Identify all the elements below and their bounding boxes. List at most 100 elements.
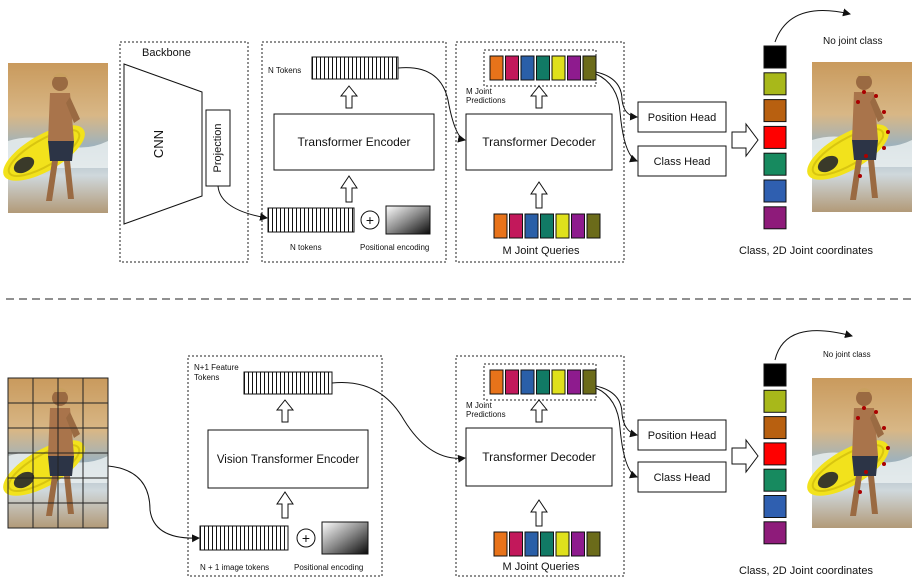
bottom-feature-tokens-label-1: N+1 Feature <box>194 363 239 372</box>
bottom-prediction-tokens <box>489 369 597 395</box>
bottom-m-joint-predictions-label-1: M Joint <box>466 401 493 410</box>
joint-token <box>509 531 523 557</box>
top-encoder-output-tokens <box>311 56 399 80</box>
top-up-arrow-enc-in <box>340 175 358 203</box>
top-arrow-to-position-head <box>595 71 638 121</box>
top-output-image <box>798 61 913 213</box>
class-swatch <box>763 521 787 545</box>
joint-token <box>540 531 554 557</box>
bottom-image-tokens <box>199 525 289 551</box>
bottom-no-joint-class-label: No joint class <box>823 350 871 359</box>
top-plus-circle <box>360 210 380 230</box>
class-swatch <box>763 363 787 387</box>
bottom-no-joint-curve <box>774 330 853 361</box>
class-swatch <box>763 179 787 203</box>
top-arrow-encoder-to-decoder <box>397 67 466 143</box>
top-input-tokens <box>267 207 355 233</box>
top-prediction-tokens <box>489 55 597 81</box>
top-decoder-group <box>455 41 625 263</box>
bottom-input-image-grid <box>0 377 109 529</box>
bottom-encoder-group <box>187 355 383 577</box>
top-position-head <box>637 101 727 133</box>
joint-token <box>520 369 535 395</box>
bottom-class-head-label: Class Head <box>654 472 711 484</box>
top-no-joint-curve <box>774 8 851 43</box>
bottom-up-arrow-dec-out <box>529 399 549 423</box>
joint-token <box>489 369 504 395</box>
bottom-output-image <box>798 377 913 529</box>
joint-token <box>555 531 570 557</box>
class-swatch <box>763 389 787 413</box>
joint-token <box>582 55 597 81</box>
class-swatch <box>763 72 787 96</box>
joint-token <box>509 213 523 239</box>
bottom-positional-encoding-swatch <box>321 521 369 555</box>
top-cnn-label: CNN <box>151 130 166 158</box>
top-class-head-label: Class Head <box>654 156 711 168</box>
top-up-arrow-enc-out <box>339 85 359 109</box>
top-backbone-box <box>119 41 249 263</box>
bottom-image-tokens-label: N + 1 image tokens <box>200 563 269 572</box>
bottom-plus-circle <box>296 528 316 548</box>
class-swatch <box>763 99 787 123</box>
bottom-m-joint-predictions-label-2: Predictions <box>466 410 506 419</box>
class-swatch <box>763 442 787 466</box>
bottom-up-arrow-dec-in <box>530 499 548 527</box>
class-swatch <box>763 206 787 230</box>
joint-token <box>524 213 539 239</box>
bottom-big-right-arrow <box>731 438 759 474</box>
class-swatch <box>763 495 787 518</box>
joint-token <box>540 213 554 239</box>
joint-token <box>505 55 519 81</box>
top-transformer-encoder <box>273 113 435 171</box>
joint-token <box>551 369 566 395</box>
bottom-arrow-image-to-tokens <box>107 465 200 543</box>
top-plus-sign: + <box>366 212 374 228</box>
joint-token <box>524 531 539 557</box>
class-swatch <box>763 45 787 69</box>
top-cnn-trapezoid <box>123 63 203 225</box>
top-transformer-decoder <box>465 113 613 171</box>
top-output-caption: Class, 2D Joint coordinates <box>739 245 873 257</box>
top-class-column <box>763 45 787 230</box>
joint-token <box>555 213 570 239</box>
top-arrow-projection-to-tokens <box>217 185 268 221</box>
bottom-output-caption: Class, 2D Joint coordinates <box>739 565 873 577</box>
joint-token <box>582 369 597 395</box>
bottom-vit-encoder <box>207 429 369 489</box>
top-projection-box <box>205 109 231 187</box>
joint-token <box>567 369 581 395</box>
bottom-arrow-to-position-head <box>595 385 638 438</box>
bottom-class-column <box>763 363 787 545</box>
top-n-tokens-label: N Tokens <box>268 66 301 75</box>
joint-token <box>571 531 585 557</box>
joint-token <box>505 369 519 395</box>
top-arrow-to-class-head <box>595 73 638 163</box>
bottom-m-joint-queries-label: M Joint Queries <box>502 561 580 573</box>
bottom-transformer-decoder-label: Transformer Decoder <box>482 450 596 464</box>
joint-token <box>493 531 508 557</box>
bottom-query-tokens <box>493 531 601 557</box>
top-n-tokens-bottom-label: N tokens <box>290 243 322 252</box>
top-input-image <box>0 62 109 214</box>
joint-token <box>536 55 550 81</box>
top-backbone-label: Backbone <box>142 47 191 59</box>
class-swatch <box>763 416 787 440</box>
top-big-right-arrow <box>731 122 759 158</box>
bottom-position-head <box>637 419 727 451</box>
joint-token <box>586 531 601 557</box>
top-positional-encoding-swatch <box>385 205 431 235</box>
bottom-vit-encoder-label: Vision Transformer Encoder <box>217 454 359 466</box>
top-encoder-group <box>261 41 447 263</box>
bottom-up-arrow-enc-out <box>275 399 295 423</box>
bottom-arrow-to-class-head <box>595 387 638 479</box>
joint-token <box>520 55 535 81</box>
bottom-up-arrow-enc-in <box>276 491 294 519</box>
top-transformer-decoder-label: Transformer Decoder <box>482 135 596 149</box>
bottom-position-head-label: Position Head <box>648 430 717 442</box>
top-position-head-label: Position Head <box>648 112 717 124</box>
joint-token <box>536 369 550 395</box>
bottom-transformer-decoder <box>465 427 613 487</box>
top-no-joint-class-label: No joint class <box>823 36 882 47</box>
